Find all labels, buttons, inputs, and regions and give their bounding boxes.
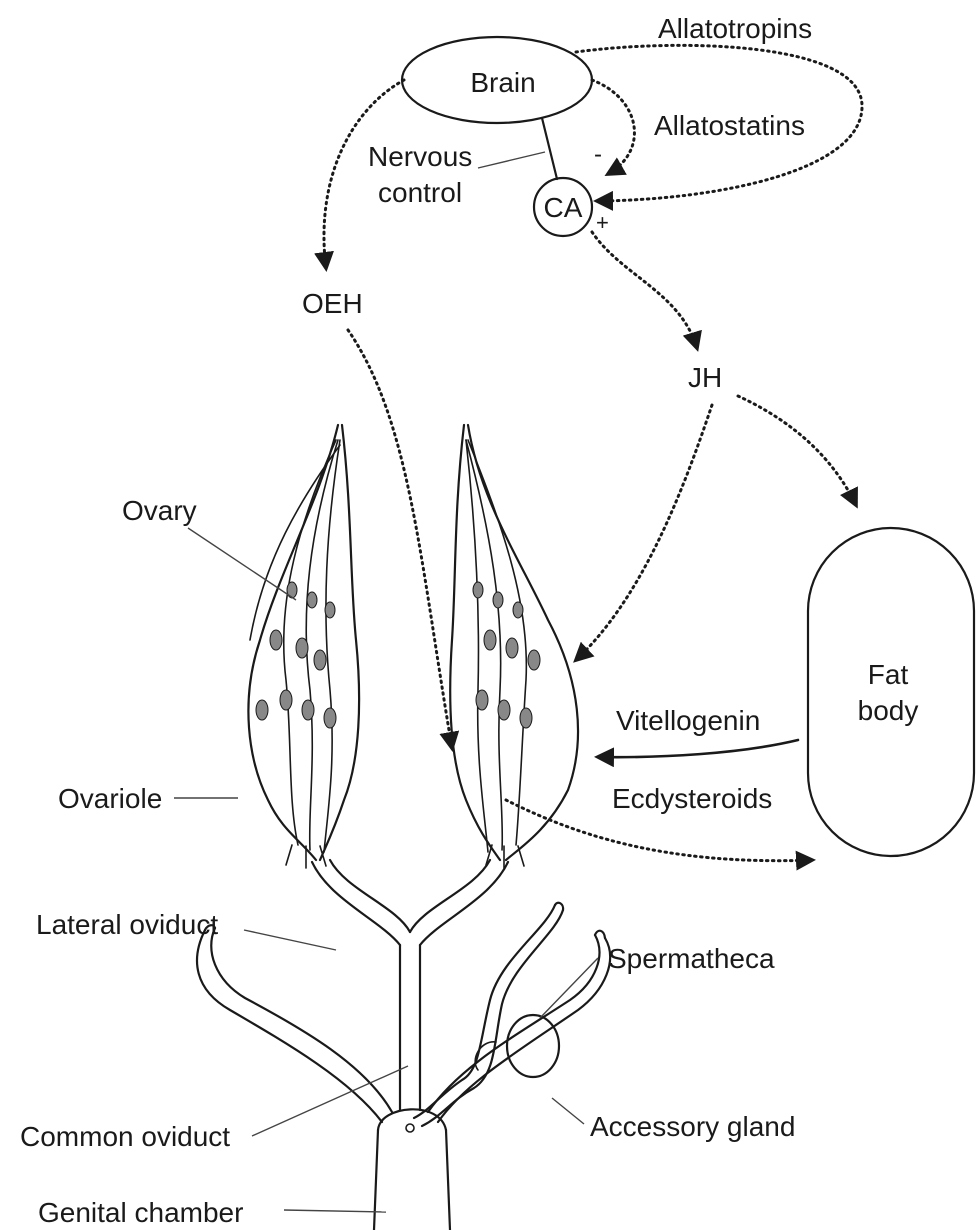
lateral-oviduct-leader — [244, 930, 336, 950]
minus-sign: - — [594, 141, 602, 168]
vitellogenin-label: Vitellogenin — [616, 705, 760, 736]
jh-label: JH — [688, 362, 722, 393]
jh-to-fat-body-arrow — [738, 396, 856, 505]
genital-chamber-leader — [284, 1210, 386, 1212]
ca-label: CA — [544, 192, 583, 223]
accessory-gland-leader — [552, 1098, 584, 1124]
accessory-glands — [197, 925, 610, 1122]
accessory-gland-label: Accessory gland — [590, 1111, 795, 1142]
spermatheca — [414, 903, 563, 1126]
ca-to-jh-arrow — [592, 232, 697, 348]
ovariole-label: Ovariole — [58, 783, 162, 814]
spermatheca-leader — [540, 958, 598, 1018]
allatotropins-label: Allatotropins — [658, 13, 812, 44]
oeh-label: OEH — [302, 288, 363, 319]
genital-chamber-label: Genital chamber — [38, 1197, 243, 1228]
fat-body-node — [808, 528, 974, 856]
ecdysteroids-label: Ecdysteroids — [612, 783, 772, 814]
lateral-oviduct-label: Lateral oviduct — [36, 909, 218, 940]
ovary-label: Ovary — [122, 495, 197, 526]
jh-to-ovary-arrow — [576, 405, 712, 660]
oviducts — [312, 860, 508, 1110]
spermatheca-label: Spermatheca — [608, 943, 775, 974]
oeh-to-ovary-arrow — [348, 330, 452, 748]
nervous-control-leader — [478, 152, 545, 168]
plus-sign: + — [596, 210, 609, 235]
common-oviduct-label: Common oviduct — [20, 1121, 230, 1152]
brain-to-oeh-arrow — [324, 80, 404, 268]
nervous-control-label-line1: Nervous — [368, 141, 472, 172]
vitellogenin-arrow — [598, 740, 798, 757]
left-ovary — [248, 425, 359, 868]
brain-label: Brain — [470, 67, 535, 98]
right-ovary — [450, 425, 578, 868]
nervous-control-label-line2: control — [378, 177, 462, 208]
fat-body-label-line2: body — [858, 695, 919, 726]
allatostatins-label: Allatostatins — [654, 110, 805, 141]
brain-ca-nerve — [542, 118, 557, 179]
ovary-leader — [188, 528, 296, 600]
fat-body-label-line1: Fat — [868, 659, 909, 690]
